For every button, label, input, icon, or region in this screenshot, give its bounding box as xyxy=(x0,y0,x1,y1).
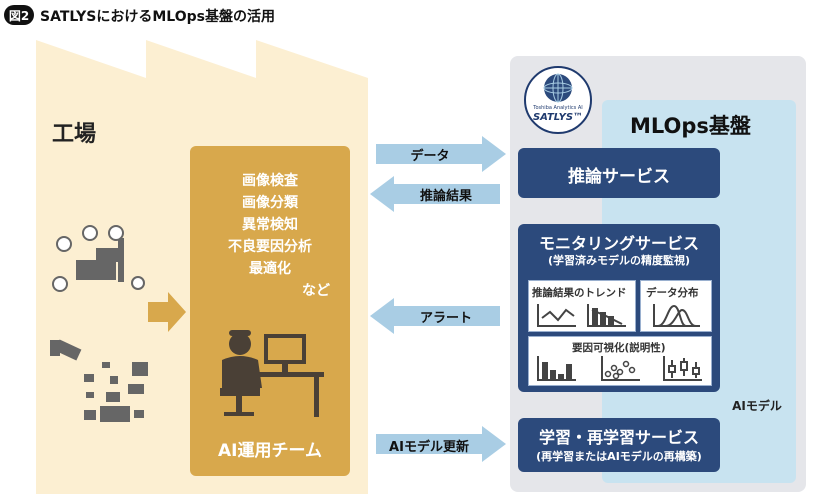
inference-result-arrow xyxy=(370,176,500,212)
task-suffix: など xyxy=(302,283,330,299)
factor-charts-icon xyxy=(537,356,702,381)
figure-title: SATLYSにおけるMLOps基盤の活用 xyxy=(40,9,275,25)
logo-small-text: Toshiba Analytics AI xyxy=(533,105,583,111)
data-arrow-label: データ xyxy=(410,149,450,164)
ai-model-label: AIモデル xyxy=(724,396,790,416)
ai-team-box xyxy=(190,146,350,476)
model-update-label: AIモデル更新 xyxy=(389,440,469,455)
machine-icon xyxy=(52,225,145,292)
alert-arrow xyxy=(370,298,500,334)
platform-title: MLOps基盤 xyxy=(630,114,751,138)
circuit-board-icon xyxy=(84,362,148,422)
factors-panel-label: 要因可視化(説明性) xyxy=(572,342,666,354)
distribution-chart-icon xyxy=(653,304,700,327)
learning-subtitle: (再学習またはAIモデルの再構築) xyxy=(536,450,702,463)
learning-service-box xyxy=(518,418,720,472)
alert-label: アラート xyxy=(419,311,472,326)
learning-title: 学習・再学習サービス xyxy=(538,428,699,447)
task-item: 最適化 xyxy=(249,261,291,277)
factory-label: 工場 xyxy=(52,122,97,147)
task-item: 画像検査 xyxy=(242,173,298,189)
inference-result-label: 推論結果 xyxy=(419,189,472,204)
distribution-panel-label: データ分布 xyxy=(646,287,699,299)
operator-at-desk-icon xyxy=(220,330,324,417)
figure-badge: 図2 xyxy=(4,5,34,25)
camera-icon xyxy=(50,339,82,361)
factory-to-team-arrow xyxy=(148,292,186,332)
model-update-arrow xyxy=(376,426,506,462)
monitoring-subtitle: (学習済みモデルの精度監視) xyxy=(547,254,691,267)
data-arrow xyxy=(376,136,506,172)
task-item: 不良要因分析 xyxy=(228,239,312,255)
inference-service-label: 推論サービス xyxy=(568,167,670,187)
inference-service-box xyxy=(518,148,720,198)
ai-team-label: AI運用チーム xyxy=(218,441,322,461)
logo-name: SATLYS™ xyxy=(532,112,584,123)
task-item: 異常検知 xyxy=(242,217,298,233)
monitoring-title: モニタリングサービス xyxy=(538,234,699,253)
trend-panel-label: 推論結果のトレンド xyxy=(532,287,627,299)
trend-panel xyxy=(528,280,636,332)
satlys-globe-icon xyxy=(543,73,573,103)
trend-chart-icon xyxy=(537,304,626,327)
task-item: 画像分類 xyxy=(242,195,298,211)
